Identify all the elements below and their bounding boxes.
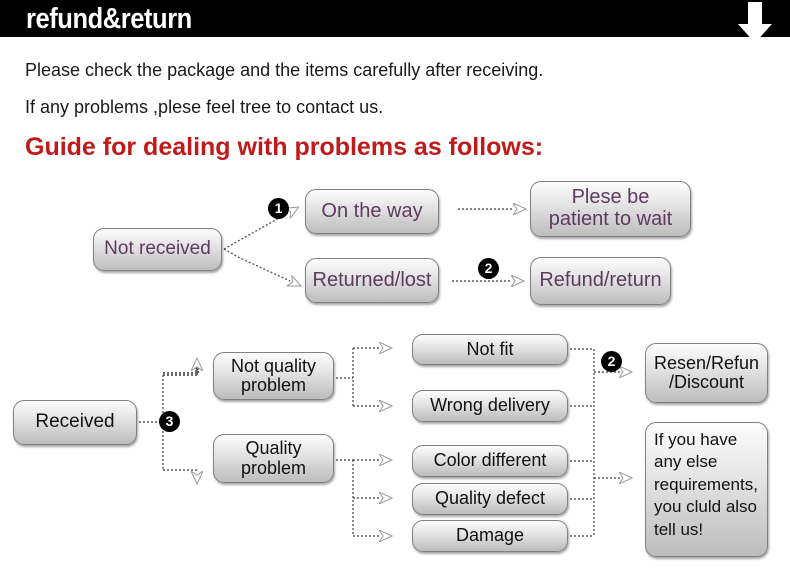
badge-number: 2 (607, 353, 616, 369)
header-bar (0, 0, 790, 37)
box-label-line2: patient to wait (548, 208, 673, 230)
box-received[interactable]: Received (13, 400, 137, 445)
box-not-received[interactable]: Not received (93, 228, 222, 271)
box-resend-refund-discount[interactable]: Resen/Refun /Discount (645, 343, 768, 403)
box-label: Not fit (466, 338, 514, 359)
box-on-the-way[interactable]: On the way (305, 189, 439, 234)
badge-number: 2 (484, 260, 493, 276)
box-plese-be-patient[interactable]: Plese be patient to wait (530, 181, 691, 237)
badge-number: 3 (165, 413, 174, 429)
page-title: refund&return (26, 3, 192, 35)
box-label-line1: Not quality (230, 355, 317, 376)
badge-2-top: 2 (478, 258, 499, 279)
down-arrow-icon (735, 2, 775, 44)
box-label-line2: problem (240, 375, 307, 395)
box-label: Returned/lost (312, 268, 432, 291)
note-line-4: you cluld also (654, 497, 758, 517)
box-color-different[interactable]: Color different (412, 445, 568, 477)
box-label: On the way (321, 199, 423, 222)
box-refund-return[interactable]: Refund/return (530, 257, 671, 305)
badge-number: 1 (274, 200, 283, 216)
box-label: Not received (104, 238, 211, 260)
box-label-line1: Plese be (571, 186, 650, 209)
badge-3: 3 (159, 411, 180, 432)
box-quality-problem[interactable]: Quality problem (213, 434, 334, 483)
badge-2-bottom: 2 (601, 351, 622, 372)
box-label: Received (35, 411, 115, 433)
badge-1: 1 (268, 198, 289, 219)
box-wrong-delivery[interactable]: Wrong delivery (412, 390, 568, 422)
guide-heading: Guide for dealing with problems as follo… (25, 133, 544, 161)
box-label-line1: Resen/Refun (653, 352, 760, 373)
note-line-2: any else (654, 452, 718, 472)
box-damage[interactable]: Damage (412, 520, 568, 552)
box-label-line1: Quality (245, 438, 302, 459)
note-line-1: If you have (654, 430, 738, 449)
note-line-5: tell us! (654, 519, 704, 539)
box-other-requirements-note[interactable]: If you have any else requirements, you c… (645, 422, 768, 557)
box-label: Color different (433, 450, 547, 471)
box-not-quality-problem[interactable]: Not quality problem (213, 352, 334, 400)
box-label-line2: problem (240, 457, 307, 478)
box-returned-lost[interactable]: Returned/lost (305, 258, 439, 303)
box-label: Damage (455, 525, 525, 546)
box-quality-defect[interactable]: Quality defect (412, 483, 568, 515)
box-not-fit[interactable]: Not fit (412, 334, 568, 365)
box-label: Wrong delivery (430, 395, 550, 416)
box-label-line2: /Discount (668, 372, 745, 392)
box-label: Refund/return (539, 269, 662, 292)
box-label: Quality defect (434, 488, 546, 509)
intro-line-1: Please check the package and the items c… (25, 60, 544, 80)
note-line-3: requirements, (654, 474, 758, 494)
intro-line-2: If any problems ,plese feel tree to cont… (25, 97, 384, 117)
